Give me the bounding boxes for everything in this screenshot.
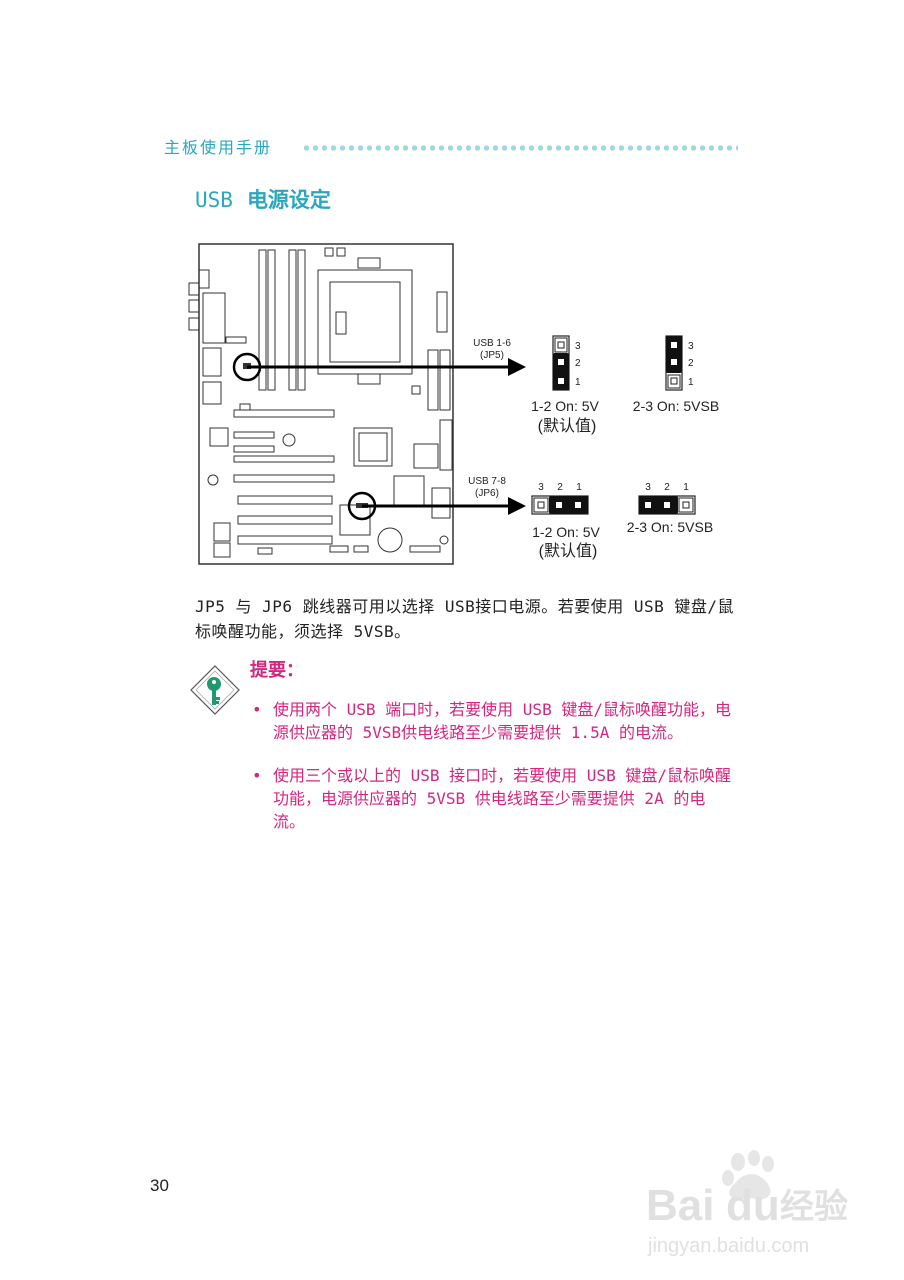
header-title: 主板使用手册 (164, 138, 273, 157)
body-paragraph: JP5 与 JP6 跳线器可用以选择 USB接口电源。若要使用 USB 键盘/鼠… (195, 597, 735, 641)
jp6-option2-jumper (638, 495, 696, 515)
jp6-option1-jumper (531, 495, 589, 515)
jp5-label-id: (JP5) (480, 350, 504, 361)
jp5-option1-jumper (552, 335, 570, 391)
jp6-opt1-pin2: 2 (557, 482, 563, 493)
jp5-opt2-pin2: 2 (688, 358, 694, 369)
jp5-opt2-pin3: 3 (688, 341, 694, 352)
note-item: 使用两个 USB 端口时，若要使用 USB 键盘/鼠标唤醒功能，电源供应器的 5… (252, 698, 737, 744)
jp6-label: USB 7-8 (468, 476, 506, 487)
jp6-opt1-default: (默认值) (539, 542, 598, 560)
jp6-opt2-caption: 2-3 On: 5VSB (627, 519, 713, 535)
section-title: USB 电源设定 (195, 184, 331, 214)
jp6-opt1-caption: 1-2 On: 5V (532, 524, 600, 540)
page-number: 30 (150, 1176, 169, 1195)
jumper-diagram: USB 1-6 (JP5) USB 7-8 (JP6) 3 2 1 1-2 On… (188, 243, 719, 565)
jp6-opt2-pin2: 2 (664, 482, 670, 493)
jp5-arrow-head (508, 358, 526, 376)
jp6-opt2-pin3: 3 (645, 482, 651, 493)
jp5-opt2-caption: 2-3 On: 5VSB (633, 398, 719, 414)
baidu-watermark: Bai du 经验 jingyan.baidu.com (640, 1150, 890, 1264)
cpu-socket (317, 257, 413, 385)
watermark-brand-a: Bai (646, 1181, 714, 1230)
jp6-opt1-pin1: 1 (576, 482, 582, 493)
baidu-paw-logo: Bai du 经验 jingyan.baidu.com (646, 1150, 848, 1257)
watermark-brand-b: du (726, 1181, 780, 1230)
jp5-opt1-caption: 1-2 On: 5V (531, 398, 599, 414)
note-list: 使用两个 USB 端口时，若要使用 USB 键盘/鼠标唤醒功能，电源供应器的 5… (252, 698, 737, 853)
jp6-arrow-head (508, 497, 526, 515)
note-item: 使用三个或以上的 USB 接口时，若要使用 USB 键盘/鼠标唤醒功能，电源供应… (252, 764, 737, 833)
jp5-opt2-pin1: 1 (688, 377, 694, 388)
expansion-slots (233, 409, 335, 545)
jp5-label: USB 1-6 (473, 338, 511, 349)
chipsets (207, 427, 451, 558)
jp5-opt1-pin2: 2 (575, 358, 581, 369)
note-title: 提要： (250, 660, 304, 681)
jp6-opt1-pin3: 3 (538, 482, 544, 493)
watermark-brand-c: 经验 (780, 1187, 848, 1226)
watermark-url: jingyan.baidu.com (647, 1235, 809, 1257)
jp5-opt1-pin1: 1 (575, 377, 581, 388)
section-title-text: 电源设定 (246, 188, 331, 212)
jp5-opt1-default: (默认值) (538, 417, 597, 435)
jp5-opt1-pin3: 3 (575, 341, 581, 352)
rear-io-ports (188, 269, 226, 405)
dimm-slots (258, 249, 306, 391)
jp5-option2-jumper (665, 335, 683, 391)
board-connectors (225, 247, 453, 471)
jp6-opt2-pin1: 1 (683, 482, 689, 493)
key-icon (190, 665, 240, 715)
section-title-prefix: USB (195, 188, 233, 212)
header-dotted-rule (302, 144, 738, 152)
jp6-label-id: (JP6) (475, 488, 499, 499)
